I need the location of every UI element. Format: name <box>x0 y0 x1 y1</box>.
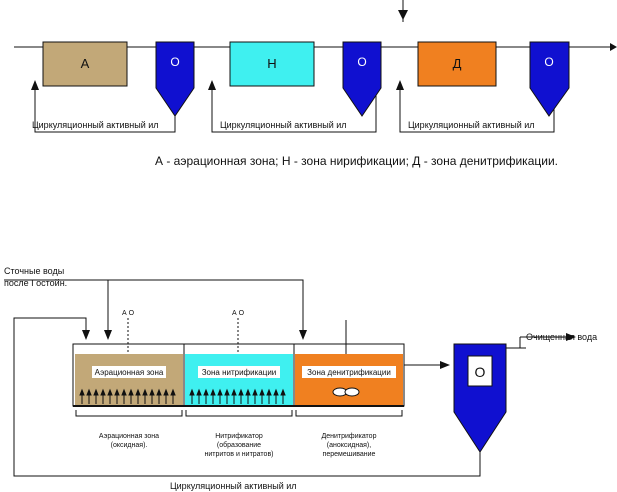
zone-aeration-name: Аэрационная зона <box>95 368 164 377</box>
bottom-settler-label-box <box>467 355 493 387</box>
zone-denitrification-label-bg <box>302 366 396 378</box>
top-scheme <box>14 0 617 133</box>
top-recycle-loop-2 <box>211 78 377 133</box>
bubble-head <box>100 388 106 396</box>
top-legend: А - аэрационная зона; Н - зона нирификац… <box>155 154 558 168</box>
air-label-1: А О <box>122 310 135 317</box>
bubble-head <box>79 388 85 396</box>
caption-nitrification-1: Нитрификатор <box>215 433 263 440</box>
zone-nitrification-name: Зона нитрификации <box>202 368 277 377</box>
top-labels: А Н Д О О О Циркуляционный активный ил Ц… <box>32 55 558 168</box>
bubble-head <box>86 388 92 396</box>
mixer-icon <box>332 387 360 397</box>
top-block-a <box>42 41 128 87</box>
bottom-recycle-line <box>13 317 481 477</box>
bottom-labels: Сточные воды после I остойн. Очищенная в… <box>4 266 597 491</box>
bubble-head <box>170 388 176 396</box>
inlet-arrow-aero <box>104 330 112 340</box>
bubble-head <box>210 388 216 396</box>
caption-denitrification-3: перемешивание <box>323 451 376 458</box>
top-settler-2-label: О <box>357 55 366 69</box>
bubble-head <box>128 388 134 396</box>
bubble-head <box>114 388 120 396</box>
top-block-d-label: Д <box>453 56 462 71</box>
top-block-n-label: Н <box>267 56 276 71</box>
top-recycle-arrow-2 <box>208 80 216 90</box>
caption-nitrification-3: нитритов и нитратов) <box>204 451 273 458</box>
top-recycle-label-3: Циркуляционный активный ил <box>408 120 535 130</box>
bottom-settler-label: О <box>475 364 486 380</box>
bubble-head <box>156 388 162 396</box>
bubble-head <box>273 388 279 396</box>
bubble-head <box>231 388 237 396</box>
bottom-recycle-arrow <box>82 330 90 340</box>
top-block-d <box>417 41 497 87</box>
zone-aeration <box>75 354 183 406</box>
bubble-head <box>266 388 272 396</box>
bubble-head <box>107 388 113 396</box>
inlet-label-line2: после I остойн. <box>4 278 67 288</box>
zone-aeration-label-bg <box>92 366 166 378</box>
top-settler-2 <box>342 41 382 117</box>
bubble-head <box>142 388 148 396</box>
bubble-head <box>203 388 209 396</box>
outlet-arrow <box>566 333 576 341</box>
outlet-riser <box>506 337 521 349</box>
bubble-head <box>238 388 244 396</box>
bubble-head <box>252 388 258 396</box>
bubble-head <box>217 388 223 396</box>
caption-aeration-1: Аэрационная зона <box>99 433 159 440</box>
inlet-label-line1: Сточные воды <box>4 266 64 276</box>
flow-to-settler-arrow <box>440 361 450 369</box>
top-outlet-arrow <box>610 43 617 51</box>
caption-denitrification-1: Денитрификатор <box>322 433 377 440</box>
bubble-head <box>245 388 251 396</box>
brace-denitrification <box>295 410 403 417</box>
bubble-head <box>93 388 99 396</box>
bottom-settler <box>453 343 507 453</box>
zone-denitrification-name: Зона денитрификации <box>307 368 391 377</box>
caption-nitrification-2: (образование <box>217 441 261 449</box>
bubble-head <box>149 388 155 396</box>
top-settler-3 <box>529 41 570 117</box>
top-inlet-arrow <box>398 10 408 20</box>
outlet-label: Очищенная вода <box>526 332 597 342</box>
bubble-head <box>280 388 286 396</box>
caption-denitrification-2: (аноксидная), <box>327 442 371 449</box>
brace-aeration <box>75 410 183 417</box>
top-block-n <box>229 41 315 87</box>
bubble-head <box>224 388 230 396</box>
top-recycle-arrow-1 <box>31 80 39 90</box>
bottom-recycle-label: Циркуляционный активный ил <box>170 481 297 491</box>
aeration-bubbles-2 <box>189 388 286 404</box>
bottom-scheme <box>4 279 576 477</box>
top-settler-1-label: О <box>170 55 179 69</box>
bubble-head <box>189 388 195 396</box>
bubble-head <box>196 388 202 396</box>
top-recycle-label-1: Циркуляционный активный ил <box>32 120 159 130</box>
brace-nitrification <box>185 410 293 417</box>
zone-nitrification-label-bg <box>198 366 280 378</box>
zone-denitrification <box>295 354 403 406</box>
top-settler-1 <box>155 41 195 117</box>
bubble-head <box>121 388 127 396</box>
inlet-arrow-denit <box>299 330 307 340</box>
bubble-head <box>135 388 141 396</box>
top-recycle-arrow-3 <box>396 80 404 90</box>
air-label-2: А О <box>232 310 245 317</box>
caption-aeration-2: (оксидная). <box>111 442 148 449</box>
zone-nitrification <box>185 354 293 406</box>
top-recycle-label-2: Циркуляционный активный ил <box>220 120 347 130</box>
aeration-bubbles-1 <box>79 388 176 404</box>
bubble-head <box>163 388 169 396</box>
top-settler-3-label: О <box>544 55 553 69</box>
bubble-head <box>259 388 265 396</box>
top-block-a-label: А <box>81 56 90 71</box>
inlet-line <box>4 279 304 335</box>
